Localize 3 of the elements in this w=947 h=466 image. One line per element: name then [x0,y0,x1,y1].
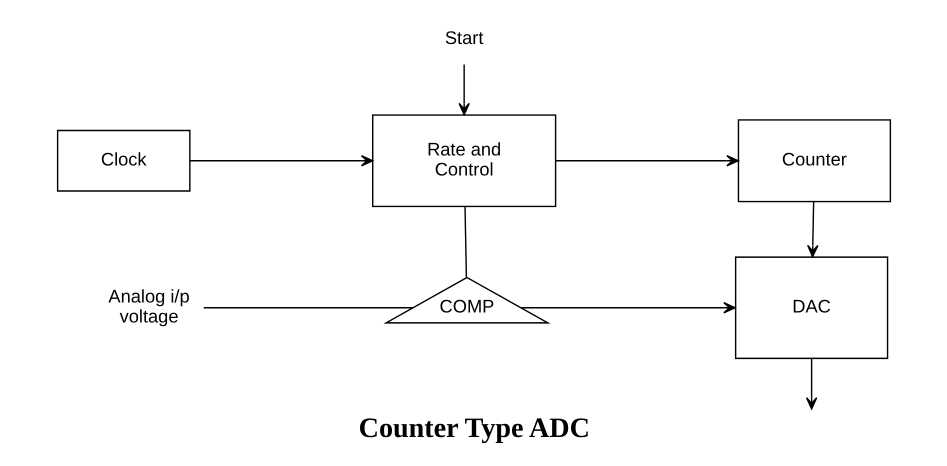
caption: Counter Type ADC [358,412,590,444]
node-text: Analog i/p voltage [108,286,190,326]
node-text: Start [444,26,483,48]
